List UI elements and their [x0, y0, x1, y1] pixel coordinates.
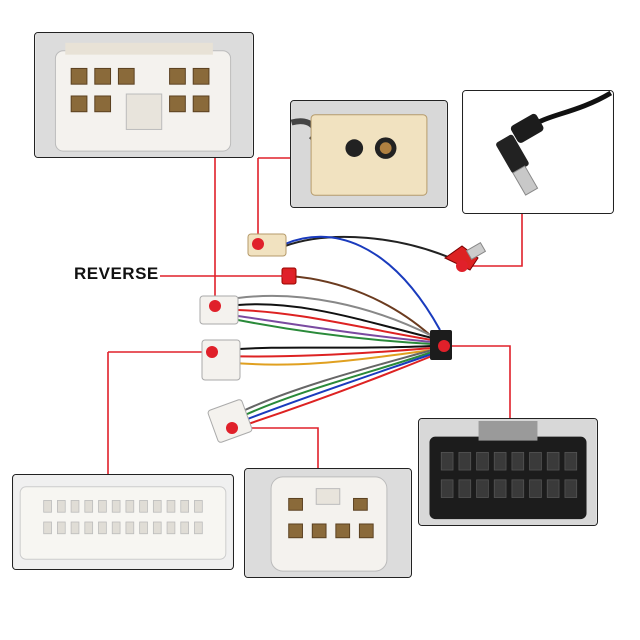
marker-dot-top-middle — [252, 238, 264, 250]
marker-dot-reverse — [282, 270, 294, 282]
bottom-middle-connector-photo — [244, 468, 412, 578]
harness-connectors — [199, 233, 487, 443]
bottom-left-connector-photo — [12, 474, 234, 570]
leader-lines — [107, 157, 523, 474]
leader-line-bottom-middle — [232, 427, 319, 468]
white-long-connector-image — [14, 475, 232, 569]
top-left-connector-photo — [34, 32, 254, 158]
bottom-right-connector-photo — [418, 418, 598, 526]
antenna-jack-pin — [465, 241, 487, 261]
top-middle-connector-photo — [290, 100, 448, 208]
white-harness-plug-2 — [201, 339, 241, 381]
leader-line-bottom-left — [107, 351, 212, 474]
marker-dot-bottom-left — [206, 346, 218, 358]
harness-wires — [224, 235, 461, 426]
marker-dots — [206, 238, 468, 434]
white-harness-plug-3 — [207, 399, 253, 443]
leader-line-top-middle — [257, 157, 290, 244]
marker-dot-bottom-middle — [226, 422, 238, 434]
leader-line-bottom-right — [444, 345, 511, 418]
reverse-label: REVERSE — [74, 264, 159, 283]
marker-dot-antenna — [456, 260, 468, 272]
leader-line-antenna — [462, 210, 523, 267]
cream-two-pin-connector-image — [291, 101, 447, 207]
marker-dot-bottom-right — [438, 340, 450, 352]
black-iso-connector-image — [419, 419, 597, 525]
white-eight-pin-connector-image — [245, 469, 411, 577]
white-multi-pin-connector-image — [35, 33, 253, 157]
top-right-antenna-plug-photo — [462, 90, 614, 214]
marker-dot-top-left — [209, 300, 221, 312]
antenna-plug-image — [463, 91, 613, 213]
